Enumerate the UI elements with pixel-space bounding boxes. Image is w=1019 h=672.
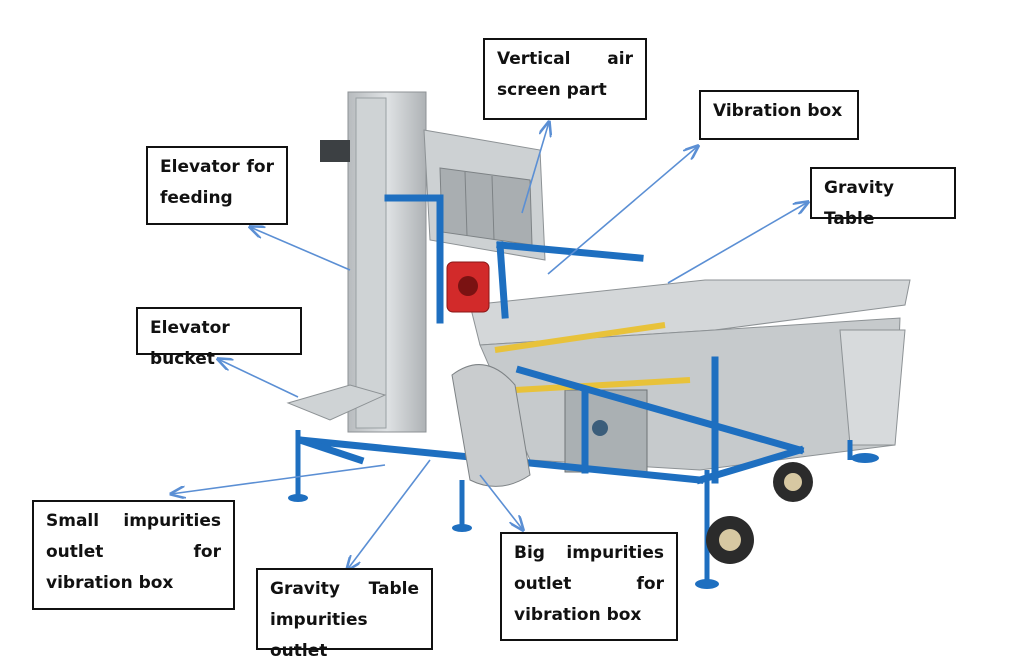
arrow-big-impurities bbox=[479, 474, 523, 530]
caster-wheels bbox=[706, 462, 813, 564]
label-text: Gravity Table bbox=[824, 178, 894, 229]
label-small-impurities: Small impurities outlet for vibration bo… bbox=[32, 500, 235, 610]
arrow-elevator-feeding bbox=[250, 227, 351, 271]
label-big-impurities: Big impurities outlet for vibration box bbox=[500, 532, 678, 641]
label-elevator-bucket: Elevator bucket bbox=[136, 307, 302, 369]
label-vibration-box: Vibration box bbox=[699, 90, 859, 140]
label-text: Gravity Table impurities outlet bbox=[270, 579, 419, 661]
legs bbox=[295, 430, 853, 580]
arrow-elevator-bucket bbox=[218, 359, 299, 398]
elevator-column bbox=[320, 91, 427, 433]
label-text: Vibration box bbox=[713, 101, 843, 121]
label-text: Elevator bucket bbox=[150, 318, 230, 369]
arrow-vibration-box bbox=[547, 146, 698, 275]
arrow-air-screen bbox=[521, 122, 549, 214]
label-text: Small impurities outlet for vibration bo… bbox=[46, 511, 221, 593]
eccentric-links bbox=[494, 322, 691, 393]
vibration-motor bbox=[446, 261, 490, 313]
arrow-gravity-table bbox=[667, 202, 808, 284]
label-text: Vertical air screen part bbox=[497, 49, 633, 100]
label-gravity-table-outlet: Gravity Table impurities outlet bbox=[256, 568, 433, 661]
label-elevator-feeding: Elevator for feeding bbox=[146, 146, 288, 225]
feed-hopper bbox=[286, 384, 387, 421]
blue-frame bbox=[295, 194, 805, 485]
label-gravity-table: Gravity Table bbox=[810, 167, 956, 229]
crank-disc bbox=[451, 364, 531, 487]
leg-feet bbox=[288, 453, 879, 589]
label-text: Elevator for feeding bbox=[160, 157, 274, 208]
arrow-gravity-outlet bbox=[347, 459, 431, 570]
label-vertical-air-screen: Vertical air screen part bbox=[483, 38, 647, 120]
callout-arrows bbox=[171, 122, 808, 570]
label-text: Big impurities outlet for vibration box bbox=[514, 543, 664, 625]
arrow-small-impurities bbox=[171, 464, 386, 494]
air-screen-cabinet bbox=[423, 129, 546, 261]
